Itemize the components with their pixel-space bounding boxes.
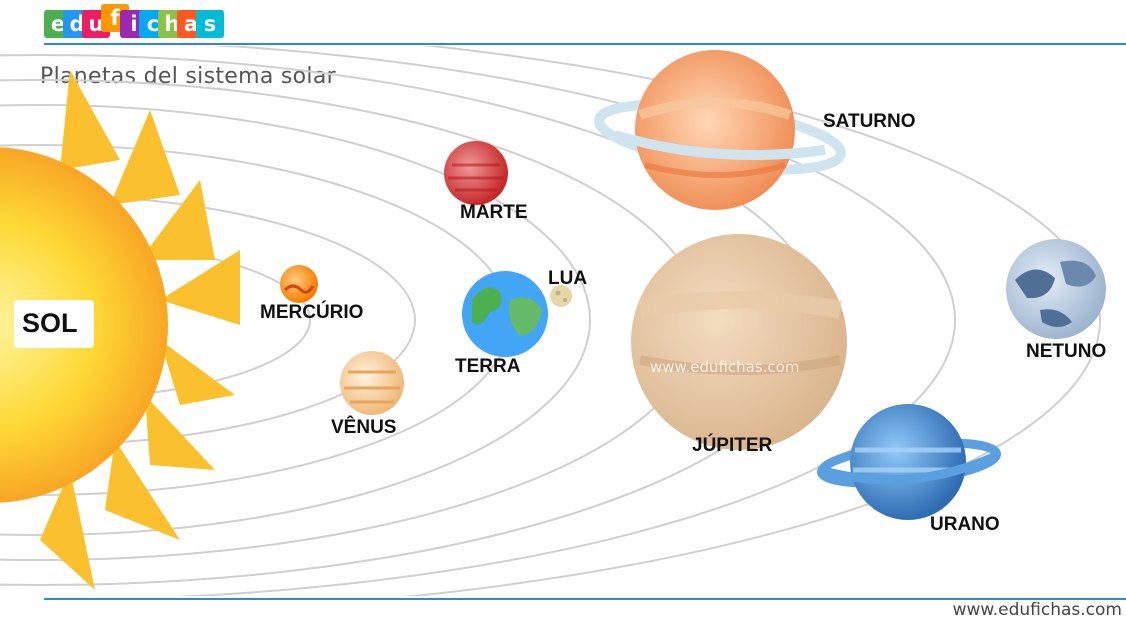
label-terra: TERRA [455,356,521,377]
uranus-planet [816,404,1002,520]
label-jupiter: JÚPITER [692,435,773,456]
neptune-planet [1006,239,1106,339]
label-mercurio: MERCÚRIO [260,302,364,323]
footer-url[interactable]: www.edufichas.com [952,600,1122,620]
edufichas-logo[interactable]: e d u f i c h a s [44,0,224,42]
logo-letter: s [196,10,224,38]
label-urano: URANO [930,514,1000,535]
jupiter-planet [631,234,847,450]
logo-letter: d [63,10,91,38]
label-saturno: SATURNO [823,111,916,132]
earth-planet [462,271,548,357]
footer-rule [44,598,1126,600]
label-marte: MARTE [460,202,528,223]
label-netuno: NETUNO [1026,341,1107,362]
saturn-planet [594,50,846,210]
label-sol: SOL [22,308,78,338]
mercury-planet [280,265,318,303]
label-lua: LUA [548,268,588,289]
watermark: www.edufichas.com [650,358,800,376]
label-venus: VÊNUS [331,417,397,438]
sun-label-box [14,300,94,348]
moon [550,285,572,307]
header-rule [44,43,1126,45]
venus-planet [340,351,404,415]
mars-planet [444,141,508,205]
